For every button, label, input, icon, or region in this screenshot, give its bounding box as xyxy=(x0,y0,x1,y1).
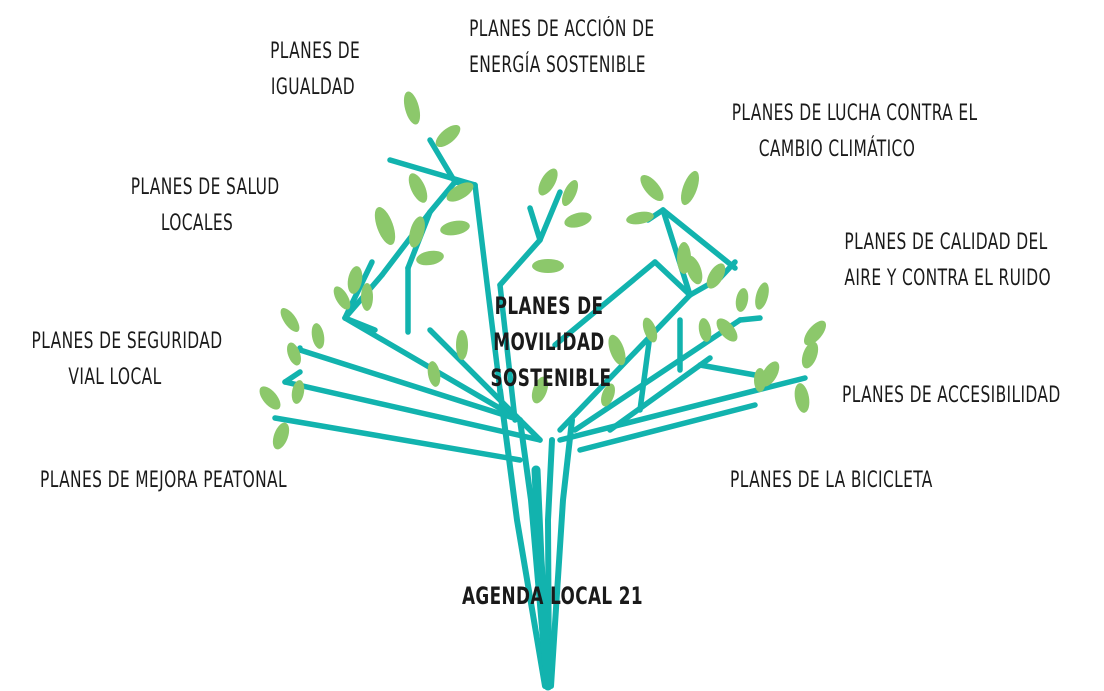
leaf xyxy=(531,376,549,404)
branch xyxy=(737,315,763,323)
label-agenda-local-21: AGENDA LOCAL 21 xyxy=(462,582,643,610)
label-energia: PLANES DE ACCIÓN DE ENERGÍA SOSTENIBLE xyxy=(469,17,655,78)
branch xyxy=(272,415,523,463)
leaves xyxy=(259,91,827,450)
leaf xyxy=(311,323,325,349)
label-igualdad: PLANES DE IGUALDAD xyxy=(270,39,361,100)
branch xyxy=(472,182,503,393)
leaf xyxy=(794,383,810,413)
branch xyxy=(660,207,693,298)
branch xyxy=(637,332,653,413)
branch xyxy=(577,402,758,453)
leaf xyxy=(608,334,626,366)
leaf xyxy=(640,174,664,202)
branch xyxy=(497,237,543,288)
leaf xyxy=(280,308,300,332)
leaf xyxy=(601,383,615,407)
label-salud: PLANES DE SALUD LOCALES xyxy=(130,175,280,236)
label-bicicleta: PLANES DE LA BICICLETA xyxy=(730,468,933,493)
branch xyxy=(427,137,458,185)
leaf xyxy=(685,255,703,285)
leaf xyxy=(427,361,441,387)
branch xyxy=(427,179,458,215)
label-peatonal: PLANES DE MEJORA PEATONAL xyxy=(40,468,287,493)
leaf xyxy=(456,330,468,360)
leaf xyxy=(755,282,769,310)
leaf xyxy=(333,286,351,310)
leaf xyxy=(801,341,819,369)
leaf xyxy=(361,283,373,311)
leaf xyxy=(803,320,827,346)
leaf xyxy=(754,368,766,392)
leaf xyxy=(291,380,305,404)
leaf xyxy=(642,317,658,343)
leaf xyxy=(735,288,749,312)
branch xyxy=(527,205,543,243)
branch xyxy=(552,259,658,348)
leaf xyxy=(446,182,474,202)
branch xyxy=(297,347,523,423)
leaf xyxy=(403,91,421,125)
leaf xyxy=(680,170,700,206)
leaf xyxy=(538,168,558,196)
leaf xyxy=(561,180,579,206)
branch xyxy=(427,327,543,443)
leaf xyxy=(259,386,281,410)
leaf xyxy=(374,207,396,245)
leaf xyxy=(532,259,564,273)
branch xyxy=(652,259,693,298)
leaf xyxy=(440,220,470,236)
branch xyxy=(497,282,518,423)
branch xyxy=(697,362,758,378)
label-movilidad-sostenible: PLANES DE MOVILIDAD SOSTENIBLE xyxy=(490,292,612,392)
branch xyxy=(537,189,563,243)
leaf xyxy=(716,318,738,342)
branch xyxy=(607,355,713,433)
leaf xyxy=(272,422,290,450)
branch xyxy=(282,369,303,385)
branch xyxy=(282,379,543,443)
label-seguridad-vial: PLANES DE SEGURIDAD VIAL LOCAL xyxy=(31,329,223,390)
leaf xyxy=(698,318,712,342)
branch xyxy=(572,317,743,433)
label-accesibilidad: PLANES DE ACCESIBILIDAD xyxy=(842,383,1061,408)
branch xyxy=(557,292,693,433)
trunk-strand xyxy=(548,417,575,689)
leaf xyxy=(287,342,301,366)
leaf xyxy=(416,250,444,266)
leaf xyxy=(409,216,425,248)
branch xyxy=(660,207,738,271)
leaf xyxy=(347,266,363,294)
trunk-strand xyxy=(531,465,553,691)
leaf xyxy=(564,212,592,228)
leaf xyxy=(706,263,726,289)
label-calidad-aire: PLANES DE CALIDAD DEL AIRE Y CONTRA EL R… xyxy=(844,230,1052,291)
label-cambio-climatico: PLANES DE LUCHA CONTRA EL CAMBIO CLIMÁTI… xyxy=(731,101,978,162)
leaf xyxy=(626,211,654,225)
leaf xyxy=(435,124,461,148)
leaf xyxy=(408,173,428,203)
